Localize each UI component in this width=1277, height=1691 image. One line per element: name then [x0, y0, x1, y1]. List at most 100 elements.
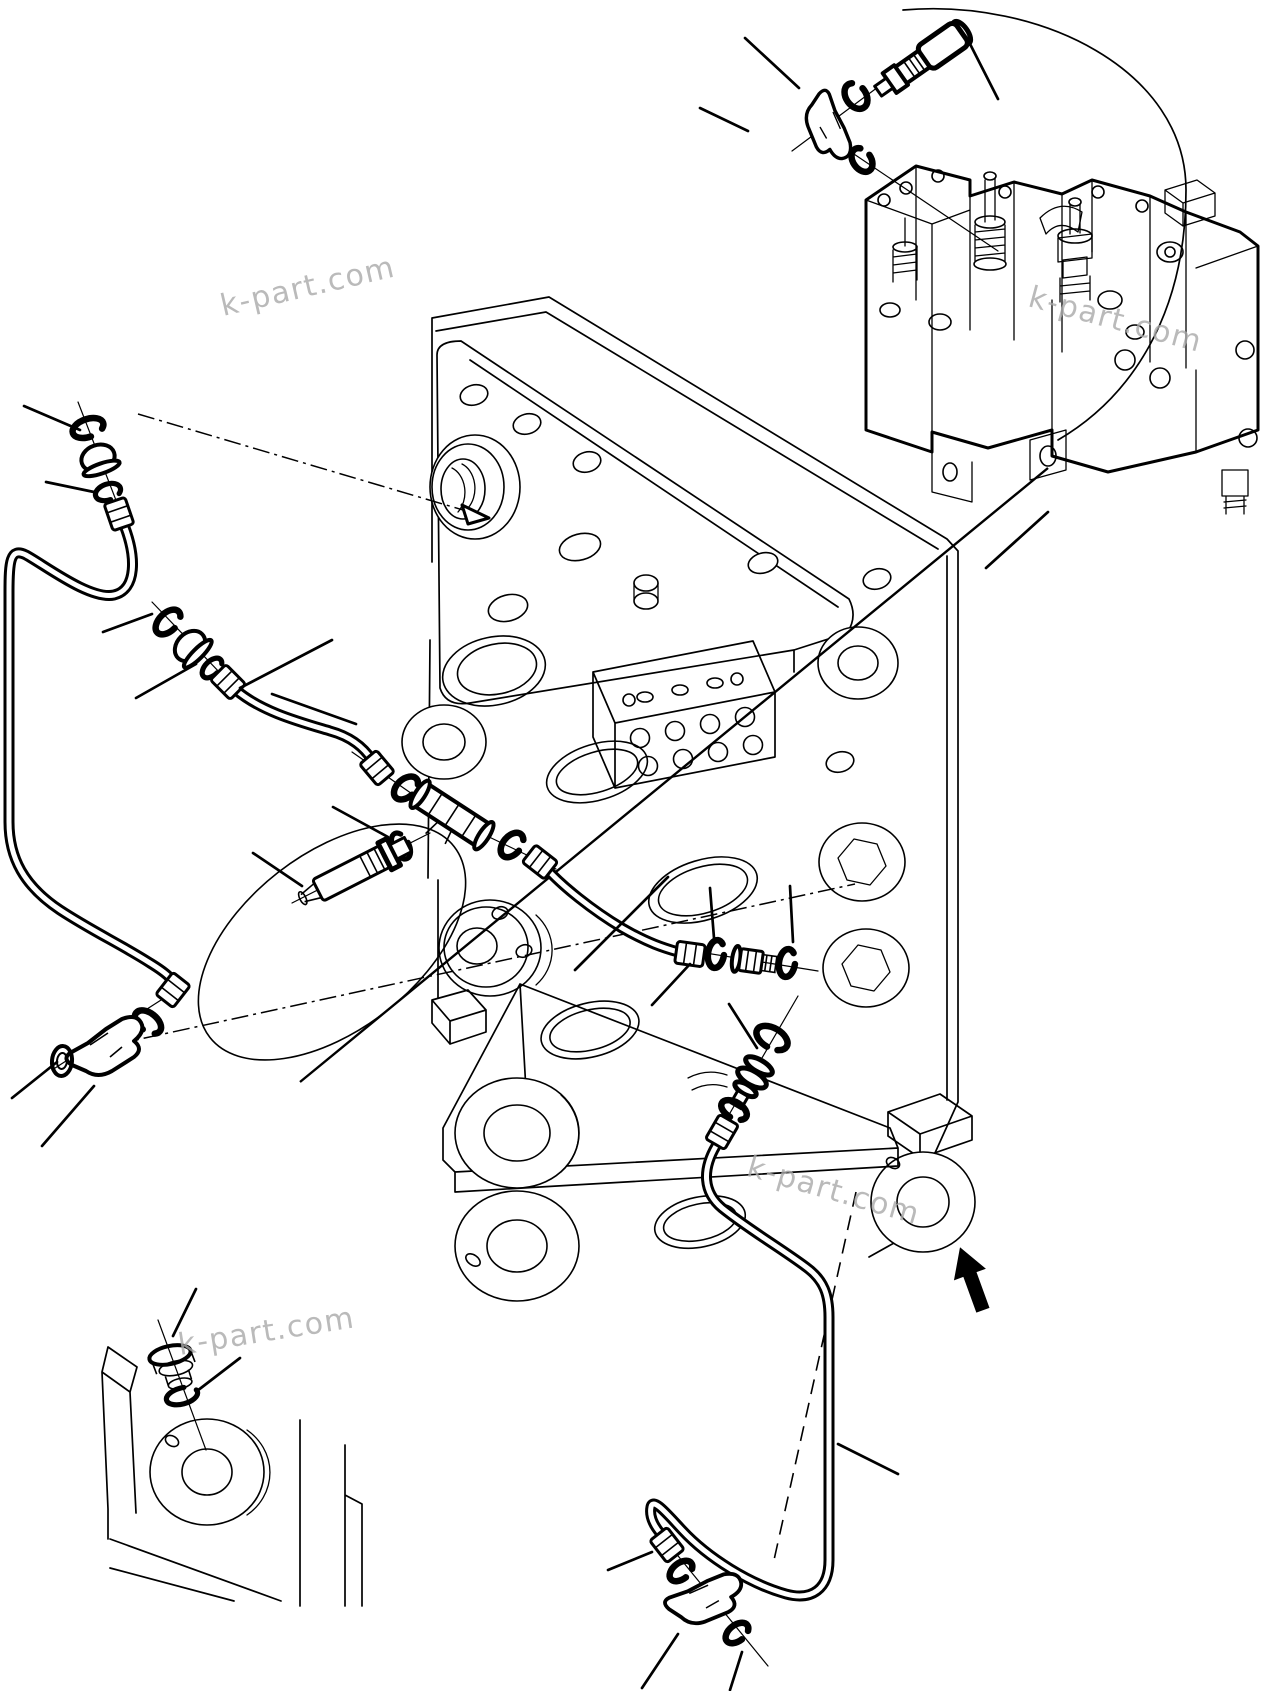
large-hole-chamfer — [441, 635, 547, 707]
elbow-fitting — [804, 88, 853, 161]
boss-bore — [837, 645, 879, 681]
fitting-flange — [81, 458, 122, 479]
bore — [555, 748, 639, 796]
frame-corner-detail — [101, 1343, 363, 1607]
port — [742, 734, 764, 756]
slot-arcs — [687, 1071, 728, 1091]
arrow-shape — [953, 1247, 990, 1313]
union-flange — [408, 778, 432, 810]
block-boss — [887, 1093, 973, 1159]
nut-body — [649, 1526, 685, 1564]
coupler-boss-bore — [486, 1219, 548, 1273]
nut-facets — [216, 670, 240, 694]
clamp-bracket — [1039, 205, 1083, 235]
spring-base — [973, 257, 1007, 271]
port — [629, 727, 651, 749]
nut — [899, 181, 913, 195]
hex-plug — [1149, 367, 1171, 389]
o-ring-icon — [666, 1557, 696, 1585]
bolt-head — [622, 693, 636, 707]
port — [734, 706, 756, 728]
nut-facets — [709, 1121, 735, 1143]
coupler-boss-bore — [483, 1104, 551, 1162]
nut-facets — [682, 942, 698, 966]
plug-hex — [737, 947, 765, 975]
o-ring-icon — [848, 144, 876, 176]
hole — [558, 532, 602, 562]
boss-outer — [401, 704, 487, 780]
hinge-block — [431, 989, 487, 1045]
o-ring-icon — [69, 414, 107, 442]
port — [1125, 324, 1145, 340]
union-facets — [427, 792, 477, 838]
o-ring-icon — [753, 1022, 791, 1054]
dashed-leader-bottom-pipe — [773, 1191, 857, 1561]
port — [928, 313, 952, 331]
pivot-boss-top-left — [429, 434, 521, 540]
stem-tip — [983, 171, 997, 181]
port — [672, 748, 694, 770]
boss-bore — [422, 723, 466, 761]
stud-boss-top — [633, 574, 659, 592]
quick-coupler-nipple — [297, 835, 414, 906]
pivot-boss-mid-left — [401, 704, 487, 780]
washer-outer — [49, 1044, 75, 1078]
o-ring-icon — [497, 829, 527, 861]
large-boss-bore — [896, 1176, 950, 1228]
connector-fitting — [79, 442, 122, 479]
nut — [998, 185, 1012, 199]
tube-nut — [359, 749, 395, 787]
hex-plug — [841, 944, 891, 992]
dash-dot-line-swing-axis — [84, 883, 856, 1052]
port-top — [671, 684, 689, 696]
spool-tower — [1057, 197, 1093, 303]
large-hole — [456, 642, 538, 696]
frame-hole-chamfer — [540, 1000, 640, 1060]
port — [879, 302, 901, 318]
stack-top — [1057, 228, 1093, 244]
washer-inner — [55, 1052, 69, 1070]
fitting-flange — [181, 637, 214, 670]
frame-hole — [662, 1201, 738, 1243]
boss-depth — [560, 1094, 580, 1173]
pipe-2-core — [233, 687, 375, 763]
port-large — [1156, 241, 1184, 263]
frame-hole-chamfer — [653, 1194, 747, 1250]
bore-chamfer — [647, 856, 759, 924]
tube-nut — [649, 1526, 685, 1564]
boss-ring — [431, 443, 505, 531]
gusset-plate — [436, 340, 854, 705]
center-lines — [84, 413, 857, 1561]
hose-end-fitting — [873, 18, 974, 98]
o-ring-icon — [704, 936, 728, 972]
elbow-fitting — [663, 1571, 744, 1626]
bore — [657, 863, 749, 917]
coupler-boss-outer — [454, 1190, 580, 1302]
corner-boss-bore — [181, 1448, 233, 1496]
tube-nut — [673, 940, 707, 968]
hex-plug — [1114, 349, 1136, 371]
port-center — [1164, 246, 1176, 258]
mounting-tab — [931, 429, 1067, 503]
front-coupler-frame — [431, 983, 899, 1302]
hole — [512, 412, 542, 436]
elbow-facets — [819, 111, 842, 139]
elbow-facets — [688, 1584, 720, 1609]
nut-facets — [106, 504, 132, 524]
o-ring-icon — [775, 945, 799, 981]
spring-top — [892, 241, 918, 253]
valve-to-plate-leader — [299, 467, 1049, 1083]
stem-tip — [1068, 197, 1082, 207]
tube-nut — [155, 971, 191, 1009]
boss-depth — [246, 1429, 271, 1516]
hole — [862, 567, 892, 591]
valve-leader-arc — [902, 7, 1187, 441]
o-ring-icon — [722, 1619, 752, 1647]
hex-plug — [837, 838, 887, 886]
port — [699, 713, 721, 735]
plug-fitting — [729, 944, 778, 975]
spring-top — [974, 215, 1006, 229]
pipe-3-outline — [540, 862, 684, 958]
bore-chamfer — [545, 740, 649, 804]
hole — [572, 450, 602, 474]
